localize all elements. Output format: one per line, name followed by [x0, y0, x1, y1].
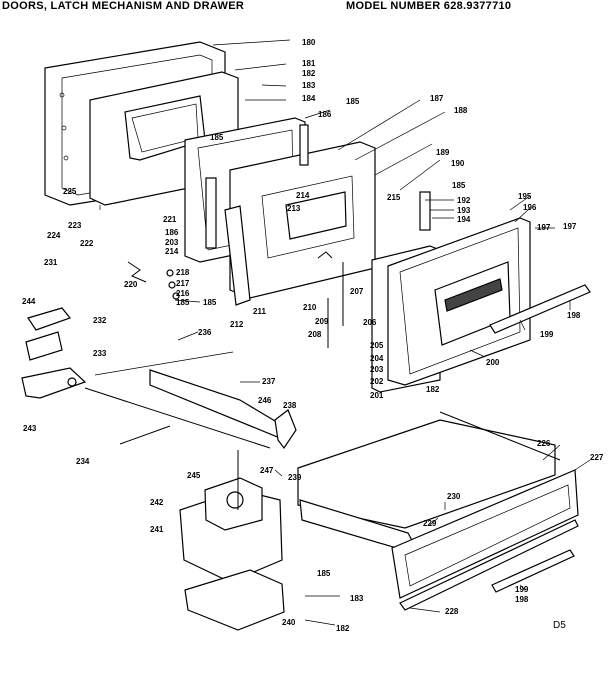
- part-callout-204: 204: [370, 354, 384, 363]
- part-callout-203: 203: [165, 238, 179, 247]
- part-callout-185: 185: [452, 181, 466, 190]
- part-callout-214: 214: [296, 191, 310, 200]
- part-callout-245: 245: [187, 471, 201, 480]
- part-callout-185: 185: [317, 569, 331, 578]
- part-callout-216: 216: [176, 289, 190, 298]
- part-callout-220: 220: [124, 280, 138, 289]
- part-callout-183: 183: [350, 594, 364, 603]
- part-callout-205: 205: [370, 341, 384, 350]
- part-callout-224: 224: [47, 231, 61, 240]
- part-callout-234: 234: [76, 457, 90, 466]
- part-callout-241: 241: [150, 525, 164, 534]
- lower-door-assembly-drawing: [371, 217, 531, 393]
- part-callout-181: 181: [302, 59, 316, 68]
- part-callout-198: 198: [567, 311, 581, 320]
- part-callout-199: 199: [540, 330, 554, 339]
- part-callout-199: 199: [515, 585, 529, 594]
- part-callout-226: 226: [537, 439, 551, 448]
- part-callout-239: 239: [288, 473, 302, 482]
- part-callout-190: 190: [451, 159, 465, 168]
- part-callout-244: 244: [22, 297, 36, 306]
- part-callout-186: 186: [165, 228, 179, 237]
- part-callout-221: 221: [163, 215, 177, 224]
- part-callout-180: 180: [302, 38, 316, 47]
- part-callout-212: 212: [230, 320, 244, 329]
- part-callout-222: 222: [80, 239, 94, 248]
- latch-bracket-left-drawing: [21, 307, 87, 399]
- part-callout-237: 237: [262, 377, 276, 386]
- part-callout-231: 231: [44, 258, 58, 267]
- part-callout-238: 238: [283, 401, 297, 410]
- part-callout-215: 215: [387, 193, 401, 202]
- part-callout-185: 185: [176, 298, 190, 307]
- part-callout-227: 227: [590, 453, 604, 462]
- part-callout-189: 189: [436, 148, 450, 157]
- diagram-title: DOORS, LATCH MECHANISM AND DRAWER: [2, 0, 245, 12]
- part-callout-182: 182: [426, 385, 440, 394]
- part-callout-209: 209: [315, 317, 329, 326]
- part-callout-200: 200: [486, 358, 500, 367]
- part-callout-197: 197: [537, 223, 551, 232]
- leader-lines: [94, 39, 591, 626]
- part-callout-202: 202: [370, 377, 384, 386]
- part-callout-243: 243: [23, 424, 37, 433]
- part-callout-229: 229: [423, 519, 437, 528]
- part-callout-183: 183: [302, 81, 316, 90]
- part-callout-196: 196: [523, 203, 537, 212]
- part-callout-206: 206: [363, 318, 377, 327]
- part-callout-217: 217: [176, 279, 190, 288]
- part-callout-211: 211: [253, 307, 266, 316]
- door-handle-drawing: [489, 284, 591, 334]
- part-callout-218: 218: [176, 268, 190, 277]
- part-callout-236: 236: [198, 328, 212, 337]
- part-callout-225: 225: [63, 187, 77, 196]
- part-callout-198: 198: [515, 595, 529, 604]
- part-callout-193: 193: [457, 206, 471, 215]
- part-callout-192: 192: [457, 196, 471, 205]
- part-callout-187: 187: [430, 94, 444, 103]
- part-callout-247: 247: [260, 466, 274, 475]
- part-callout-194: 194: [457, 215, 471, 224]
- part-callout-232: 232: [93, 316, 107, 325]
- part-callout-242: 242: [150, 498, 164, 507]
- part-callout-201: 201: [370, 391, 384, 400]
- part-callout-185: 185: [210, 133, 224, 142]
- callout-labels: 1801811821831841851851861871881891901851…: [22, 38, 604, 633]
- part-callout-228: 228: [445, 607, 459, 616]
- part-callout-184: 184: [302, 94, 316, 103]
- part-callout-182: 182: [336, 624, 350, 633]
- hinge-bracket-drawing: [205, 124, 431, 249]
- part-callout-197: 197: [563, 222, 577, 231]
- part-callout-188: 188: [454, 106, 468, 115]
- inner-door-panel-drawing: [229, 141, 376, 299]
- latch-assembly-drawing: [179, 450, 285, 631]
- part-callout-182: 182: [302, 69, 316, 78]
- part-callout-210: 210: [303, 303, 317, 312]
- part-callout-246: 246: [258, 396, 272, 405]
- latch-rod-drawing: [84, 369, 292, 449]
- part-callout-214: 214: [165, 247, 179, 256]
- part-callout-185: 185: [346, 97, 360, 106]
- door-insulation-drawing: [224, 205, 251, 306]
- latch-handle-drawing: [274, 409, 297, 450]
- part-callout-233: 233: [93, 349, 107, 358]
- part-callout-186: 186: [318, 110, 332, 119]
- part-callout-213: 213: [287, 204, 301, 213]
- storage-drawer-drawing: [297, 411, 579, 611]
- part-callout-208: 208: [308, 330, 322, 339]
- part-callout-207: 207: [350, 287, 364, 296]
- part-callout-240: 240: [282, 618, 296, 627]
- part-callout-223: 223: [68, 221, 82, 230]
- part-callout-195: 195: [518, 192, 532, 201]
- model-number: MODEL NUMBER 628.9377710: [346, 0, 512, 12]
- part-callout-203: 203: [370, 365, 384, 374]
- part-callout-185: 185: [203, 298, 217, 307]
- part-callout-230: 230: [447, 492, 461, 501]
- page-code: D5: [553, 620, 566, 631]
- hinge-springs-drawing: [127, 251, 344, 348]
